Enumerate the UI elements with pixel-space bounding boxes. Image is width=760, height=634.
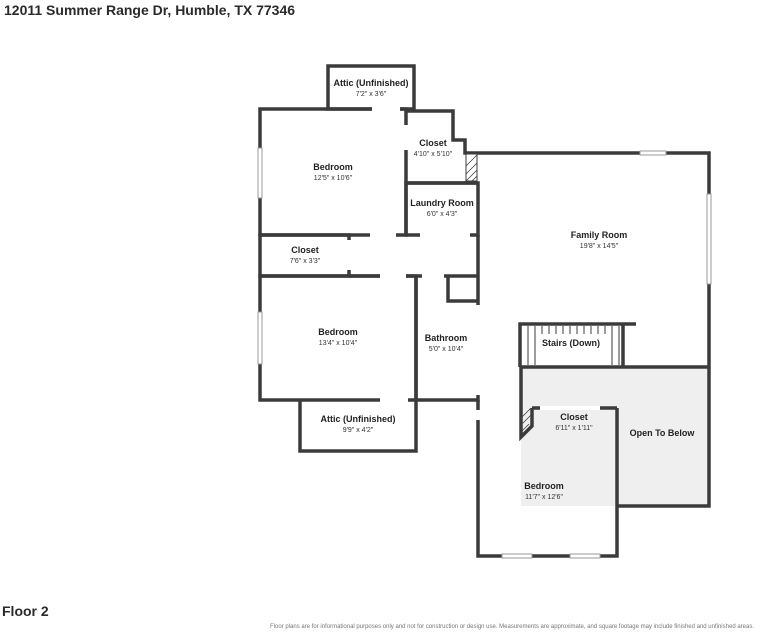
stair-treads bbox=[527, 326, 620, 365]
bedroom-bottom-dims: 11'7" x 12'6" bbox=[525, 494, 563, 501]
bedroom-bottom-name: Bedroom bbox=[524, 481, 564, 491]
bathroom-name: Bathroom bbox=[425, 333, 468, 343]
laundry-dims: 6'0" x 4'3" bbox=[427, 211, 458, 218]
disclaimer: Floor plans are for informational purpos… bbox=[270, 624, 754, 630]
laundry-name: Laundry Room bbox=[410, 198, 474, 208]
bedroom-top-name: Bedroom bbox=[313, 162, 353, 172]
attic-bottom-name: Attic (Unfinished) bbox=[321, 414, 396, 424]
open-to-below-name: Open To Below bbox=[630, 428, 696, 438]
closet-mid-name: Closet bbox=[291, 245, 319, 255]
closet-mid-dims: 7'6" x 3'3" bbox=[290, 258, 321, 265]
closet-top-name: Closet bbox=[419, 138, 447, 148]
family-room-name: Family Room bbox=[571, 230, 628, 240]
walls bbox=[258, 64, 711, 558]
stairs-name: Stairs (Down) bbox=[542, 338, 600, 348]
bedroom-mid-name: Bedroom bbox=[318, 327, 358, 337]
hatch-corner bbox=[520, 407, 532, 433]
family-room-dims: 19'8" x 14'5" bbox=[580, 243, 619, 250]
property-address: 12011 Summer Range Dr, Humble, TX 77346 bbox=[4, 2, 296, 18]
closet-right-dims: 6'11" x 1'11" bbox=[555, 425, 593, 432]
bedroom-mid-dims: 13'4" x 10'4" bbox=[319, 340, 358, 347]
closet-right-name: Closet bbox=[560, 412, 588, 422]
hatch-block bbox=[465, 153, 478, 182]
bedroom-top-dims: 12'5" x 10'6" bbox=[314, 175, 353, 182]
floor-label: Floor 2 bbox=[2, 603, 49, 619]
windows bbox=[257, 147, 712, 559]
door-openings bbox=[347, 107, 600, 420]
attic-top-name: Attic (Unfinished) bbox=[334, 78, 409, 88]
attic-bottom-dims: 9'9" x 4'2" bbox=[343, 427, 374, 434]
open-to-below-area bbox=[521, 367, 709, 506]
closet-top-dims: 4'10" x 5'10" bbox=[414, 151, 453, 158]
bathroom-dims: 5'0" x 10'4" bbox=[429, 346, 464, 353]
attic-top-dims: 7'2" x 3'6" bbox=[356, 91, 387, 98]
